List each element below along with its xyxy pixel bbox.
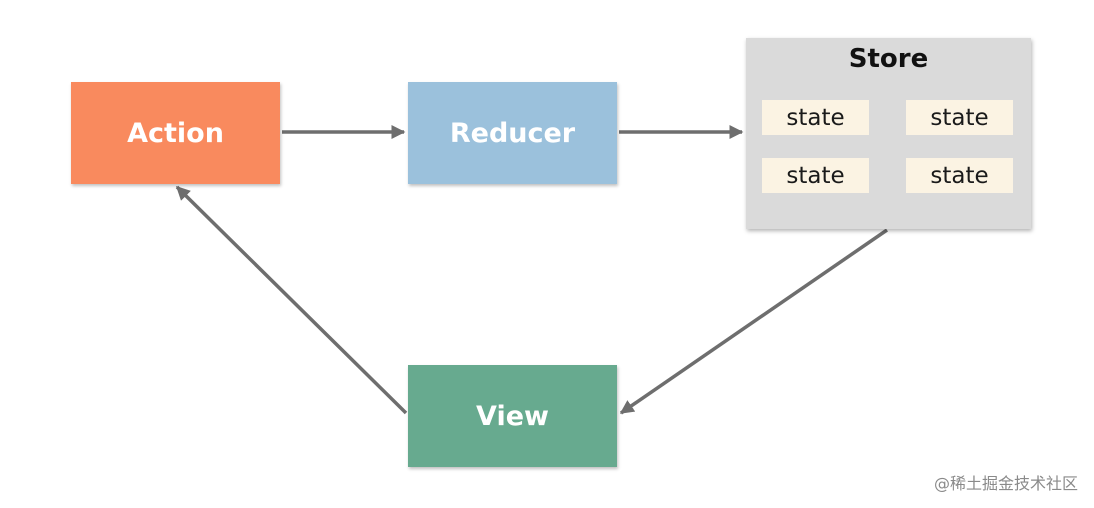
state-box: state [906,158,1013,193]
view-label: View [476,400,549,432]
state-box: state [762,158,869,193]
action-label: Action [127,117,224,149]
state-box: state [906,100,1013,135]
edge-view-to-action [175,185,408,415]
store-container: Store state state state state [746,38,1031,229]
watermark: @稀土掘金技术社区 [933,474,1078,493]
reducer-label: Reducer [449,117,576,149]
action-node: Action [71,82,280,184]
reducer-node: Reducer [408,82,617,184]
store-title: Store [848,44,929,74]
view-node: View [408,365,617,467]
edge-store-to-view [619,228,888,415]
state-box: state [762,100,869,135]
